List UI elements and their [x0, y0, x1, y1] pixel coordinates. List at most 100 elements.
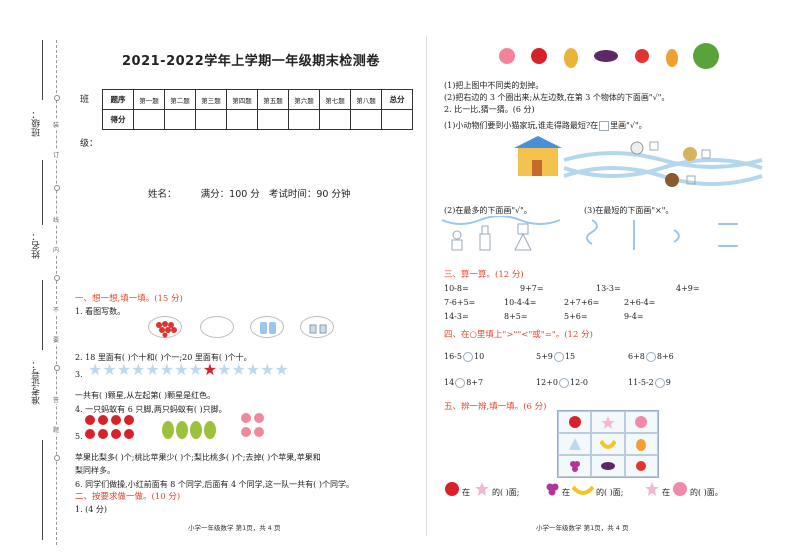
grid-cell: [591, 411, 625, 433]
star-row: ★★★★★★★★★★★★★★: [88, 362, 289, 378]
compare-right: 12-0: [569, 378, 588, 387]
star-icon: [475, 482, 489, 496]
right-q2-1-text-b: 里画"√"。: [610, 121, 647, 130]
position-text: 的( )面;: [492, 488, 520, 497]
count-picture-empty: [200, 316, 234, 338]
binding-char: 装: [53, 120, 60, 129]
monkey-icon: [665, 173, 679, 187]
calc-item: 9-4=: [624, 312, 644, 321]
score-cell[interactable]: [164, 109, 196, 130]
apple-icon: [568, 416, 581, 428]
score-col-header: 第三题: [195, 89, 227, 110]
compare-left: 14: [444, 378, 455, 387]
apple-icon: [85, 415, 134, 439]
apple-icon: [445, 482, 459, 496]
binding-char: 订: [53, 150, 60, 159]
score-col-header: 第七题: [319, 89, 351, 110]
right-q2-2: (2)在最多的下面画"√"。: [444, 206, 532, 215]
score-col-header: 第二题: [164, 89, 196, 110]
question-2-1: 1. (4 分): [75, 505, 108, 514]
banana-icon: [572, 485, 594, 495]
compare-right: 8+7: [466, 378, 484, 387]
cup-icon: [309, 324, 327, 334]
score-col-header: 第一题: [133, 89, 165, 110]
compare-right: 10: [473, 352, 485, 361]
position-text: 在: [562, 488, 570, 497]
calc-item: 8+5=: [504, 312, 528, 321]
question-1-5-text-1: 苹果比梨多( )个;桃比苹果少( )个;梨比桃多( )个;去掉( )个苹果,苹果…: [75, 453, 321, 462]
score-cell[interactable]: [381, 109, 413, 130]
score-cell[interactable]: [319, 109, 351, 130]
score-cell[interactable]: [288, 109, 320, 130]
compare-circle[interactable]: [553, 352, 564, 362]
binding-hole: [54, 95, 60, 101]
score-table: 题序 第一题 第二题 第三题 第四题 第五题 第六题 第七题 第八题 总分 得分: [102, 89, 413, 130]
compare-item: 14 8+7: [444, 378, 483, 388]
score-cell[interactable]: [350, 109, 382, 130]
calc-item: 2+6-4=: [624, 298, 656, 307]
compare-right: 9: [665, 378, 671, 387]
score-cell[interactable]: [257, 109, 289, 130]
apple-icon: [531, 48, 547, 64]
score-cell[interactable]: [133, 109, 165, 130]
name-blank-line: [42, 160, 43, 225]
score-row-label: 得分: [102, 109, 134, 130]
peach-icon: [241, 413, 264, 437]
section-4-heading: 四、在○里填上">""<"或"="。(12 分): [444, 330, 593, 340]
calc-item: 9+7=: [520, 284, 544, 293]
eggplant-icon: [594, 50, 618, 62]
star-icon: ★: [231, 360, 246, 379]
strawberry-icon: [635, 49, 649, 63]
right-q2-1-text-a: (1)小动物们要到小猫家玩,谁走得路最短?在: [444, 121, 599, 130]
binding-hole: [54, 185, 60, 191]
score-col-header: 题序: [102, 89, 134, 110]
cake-icon: [673, 482, 687, 496]
section-5-heading: 五、辨一辨,填一填。(6 分): [444, 402, 547, 412]
compare-left: 12+0: [536, 378, 558, 387]
compare-circle[interactable]: [645, 352, 656, 362]
watermelon-icon: [693, 43, 719, 69]
pear-icon: [636, 439, 647, 451]
binding-hole: [54, 455, 60, 461]
question-1-5-text-2: 梨同样多。: [75, 466, 115, 475]
class-blank-line: [42, 40, 43, 100]
fruit-compare-picture: [85, 413, 264, 439]
question-1-4: 4. 一只蚂蚁有 6 只脚,两只蚂蚁有( )只脚。: [75, 405, 227, 414]
calc-item: 13-3=: [596, 284, 621, 293]
binding-char: 线: [53, 215, 60, 224]
count-picture-bottles: [250, 316, 284, 338]
class-label-2: 级：: [80, 139, 99, 149]
red-dots-icon: [156, 321, 177, 338]
compare-item: 11-5-2 9: [628, 378, 671, 388]
cake-icon: [635, 416, 648, 428]
compare-circle[interactable]: [455, 378, 466, 388]
exam-id-blank-line-2: [42, 440, 43, 540]
calc-item: 10-8=: [444, 284, 469, 293]
side-label-name: 姓名：: [32, 232, 42, 259]
position-text: 在: [662, 488, 670, 497]
compare-left: 11-5-2: [628, 378, 654, 387]
score-cell[interactable]: [226, 109, 258, 130]
section-3-heading: 三、算一算。(12 分): [444, 270, 524, 280]
star-icon: ★: [217, 360, 232, 379]
answer-box[interactable]: [599, 121, 610, 131]
grapes-icon: [546, 483, 559, 496]
peach-icon: [499, 48, 515, 64]
compare-left: 5+9: [536, 352, 553, 361]
banana-icon: [599, 439, 616, 449]
star-icon: [600, 416, 615, 429]
binding-char: 内: [53, 245, 60, 254]
calc-item: 10-4-4=: [504, 298, 537, 307]
compare-circle[interactable]: [462, 352, 473, 362]
red-star-icon: ★: [202, 360, 218, 379]
compare-circle[interactable]: [558, 378, 569, 388]
compare-left: 6+8: [628, 352, 645, 361]
score-col-header: 第八题: [350, 89, 382, 110]
compare-circle[interactable]: [654, 378, 665, 388]
question-1-3-label: 3.: [75, 370, 83, 379]
star-icon: ★: [159, 360, 175, 379]
bottle-icon: [260, 322, 276, 334]
score-cell[interactable]: [195, 109, 227, 130]
page-divider: [426, 36, 427, 536]
